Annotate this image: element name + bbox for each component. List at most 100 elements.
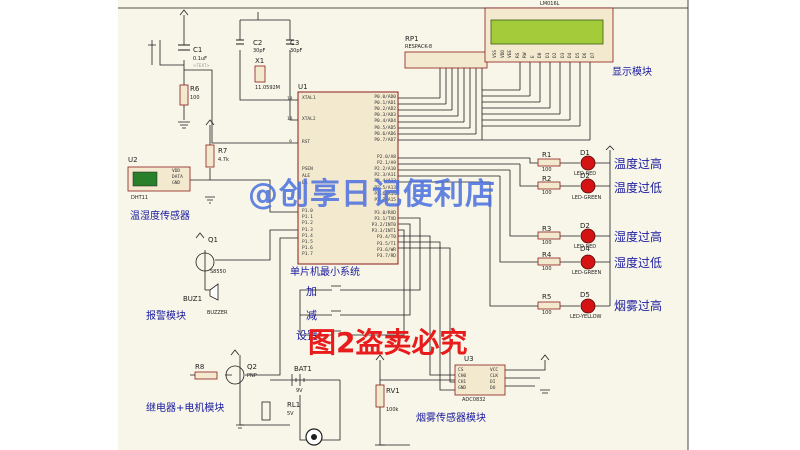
u1-port-pin: P0.3/AD3 (374, 113, 396, 119)
motor-shaft (311, 434, 317, 440)
lcd-pin-label: RS (515, 52, 521, 58)
d2-type-label: LED-GREEN (572, 195, 602, 201)
lcd-pin-label: D6 (583, 52, 588, 58)
resistor-r8 (194, 371, 218, 380)
u2-data-pin: DATA (172, 175, 183, 180)
u1-port-pin: P3.4/T0 (377, 235, 396, 241)
c2-value-label: 30pF (253, 48, 266, 54)
button-plus-symbol (325, 285, 350, 291)
u1-psen-pin: PSEN (302, 167, 313, 172)
u1-port1-pin: P1.0 (302, 209, 313, 214)
c3-label: C3 (290, 39, 300, 47)
q2-model-label: PNP (247, 373, 257, 379)
rp1-label: RP1 (405, 35, 419, 43)
button-minus-symbol (325, 310, 350, 316)
u3-do-pin: DO (490, 386, 496, 391)
vcc-arrow-adc (540, 354, 550, 361)
ground-symbol-u2 (205, 196, 215, 204)
r1-label: R1 (542, 151, 552, 159)
u3-gnd-pin: GND (458, 386, 467, 391)
r4-label: R4 (542, 251, 552, 259)
u1-port-pin: P0.5/AD5 (374, 125, 396, 131)
d5-status-label: 烟雾过高 (614, 299, 663, 313)
u1-port-pin: P3.2/INT0 (371, 223, 396, 229)
u1-port-pin: P3.5/T1 (377, 241, 396, 247)
u1-port-pin: P0.1/AD1 (374, 101, 396, 107)
u1-port-pin: P3.6/WR (377, 247, 396, 253)
relay-wire (190, 355, 290, 426)
buzzer-buz1 (209, 283, 219, 301)
d2-label-top: D2 (580, 172, 590, 180)
u2-label: U2 (128, 156, 138, 164)
u1-port1-pin: P1.3 (302, 227, 313, 233)
display-module-label: 显示模块 (612, 67, 652, 78)
capacitor-c3 (286, 39, 294, 45)
relay-motor-module-label: 继电器+电机模块 (146, 403, 225, 414)
smoke-sensor-module-label: 烟雾传感器模块 (416, 413, 486, 424)
u3-model-label: ADC0832 (462, 397, 486, 403)
button-ground-wires (299, 289, 325, 336)
r8-label: R8 (195, 363, 205, 371)
u1-port-pin: P0.4/AD4 (374, 119, 396, 125)
d4-status-label: 湿度过低 (614, 256, 663, 270)
relay-rl1 (261, 401, 271, 421)
led-d2 (580, 178, 596, 194)
bat1-label: BAT1 (294, 365, 312, 373)
u1-port-pin: P2.0/A8 (377, 155, 396, 160)
u1-port1-pin: P1.1 (302, 215, 313, 221)
crystal-wire (239, 12, 298, 121)
u1-port-pin: P3.0/RXD (374, 211, 396, 216)
u1-port1-pin: P1.5 (302, 240, 313, 245)
d4-label: D4 (580, 245, 590, 253)
u1-port1-pin: P1.7 (302, 252, 313, 258)
mcu-system-label: 单片机最小系统 (290, 267, 360, 278)
resistor-r2 (537, 181, 561, 190)
dht11-display (132, 171, 158, 187)
led-common-wire (595, 150, 611, 307)
resistor-r7 (205, 144, 215, 168)
rp1-model-label: RESPACK-8 (405, 44, 433, 50)
u1-rst-pin: RST (302, 140, 311, 145)
r6-label: R6 (190, 85, 200, 93)
u1-port-pin: P2.5/A13 (374, 185, 396, 191)
vcc-arrow-q2 (230, 349, 240, 356)
d2-status-label: 温度过低 (614, 181, 663, 195)
u3-label: U3 (464, 355, 474, 363)
u2-vdd-pin: VDD (172, 169, 181, 174)
u3-ch1-pin: CH1 (458, 380, 467, 385)
lcd-pin-label: D0 (538, 52, 543, 58)
r7-value-label: 4.7k (218, 157, 229, 163)
lcd-model-label: LM016L (540, 1, 560, 7)
u1-port-pin: P2.7/A15 (374, 197, 396, 203)
c2-label: C2 (253, 39, 263, 47)
c1-value-label: 0.1uF (193, 56, 207, 62)
lcd-screen (490, 19, 604, 45)
buzzer-drive-wire (215, 229, 298, 261)
ground-symbol-adc (540, 389, 550, 394)
vcc-arrow-r7 (205, 119, 215, 126)
port3-button-wires (350, 217, 421, 336)
battery-motor-wire (270, 379, 341, 441)
u1-pin19: 19 (287, 97, 293, 102)
resistor-pack-rp1 (404, 51, 488, 69)
vcc-arrow-c1 (179, 9, 189, 16)
lcd-pin-label: VSS (493, 49, 498, 58)
d3-label: D2 (580, 222, 590, 230)
u1-port-pin: P3.7/RD (377, 253, 396, 259)
d3-status-label: 湿度过高 (614, 230, 663, 244)
u1-ea-pin: EA (302, 181, 308, 186)
u3-di-pin: DI (490, 380, 496, 385)
u1-port-pin: P3.3/INT1 (371, 229, 396, 235)
port2-led-bus (398, 157, 530, 177)
resistor-r3 (537, 231, 561, 240)
rv1-wires (379, 360, 455, 446)
lcd-pin-label: D1 (545, 52, 551, 58)
mcu-u1 (297, 91, 399, 265)
vcc-arrow-q1 (195, 232, 205, 239)
rp1-to-port0 (439, 68, 483, 140)
u1-port-pin: P0.7/AD7 (374, 137, 396, 143)
led-d4 (580, 254, 596, 270)
u1-ale-pin: ALE (302, 174, 311, 179)
resistor-r4 (537, 257, 561, 266)
